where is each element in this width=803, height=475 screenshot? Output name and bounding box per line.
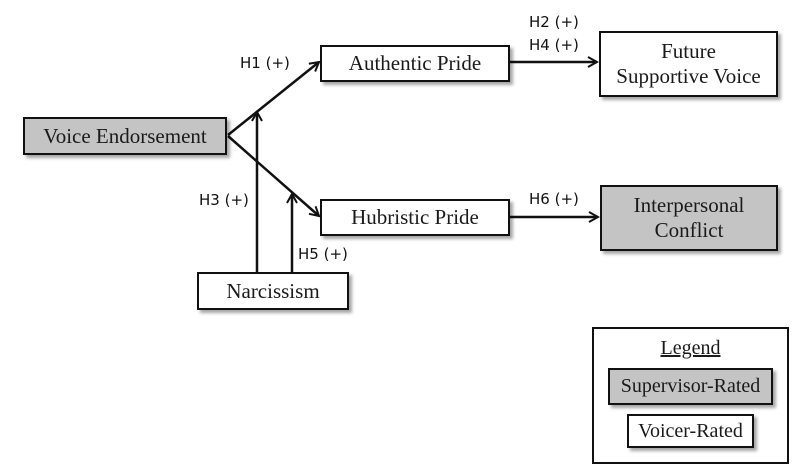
edge-ve-hubristic-arrow — [227, 135, 319, 216]
edge-h1-arrow — [227, 62, 319, 136]
node-label: Hubristic Pride — [351, 205, 479, 229]
node-narcissism: Narcissism — [197, 272, 349, 310]
edge-label-h5: H5 (+) — [298, 245, 348, 263]
node-label-line1: Future — [661, 39, 716, 63]
edge-label-h3: H3 (+) — [199, 191, 249, 209]
edge-label-h4: H4 (+) — [529, 36, 579, 54]
node-label: Voice Endorsement — [43, 123, 207, 148]
legend-item-label: Voicer-Rated — [638, 419, 743, 442]
node-future-supportive-voice: Future Supportive Voice — [599, 31, 778, 97]
legend-item-voicer-rated: Voicer-Rated — [627, 414, 754, 448]
edge-label-h1: H1 (+) — [240, 54, 290, 72]
node-voice-endorsement: Voice Endorsement — [23, 117, 227, 155]
edge-label-h6: H6 (+) — [529, 190, 579, 208]
node-label-line2: Conflict — [654, 218, 724, 242]
node-authentic-pride: Authentic Pride — [320, 45, 510, 82]
node-label-line2: Supportive Voice — [616, 64, 761, 88]
node-label-line1: Interpersonal — [633, 193, 745, 217]
node-hubristic-pride: Hubristic Pride — [320, 199, 510, 236]
edge-label-h2: H2 (+) — [529, 13, 579, 31]
legend-item-label: Supervisor-Rated — [620, 375, 761, 397]
legend-item-supervisor-rated: Supervisor-Rated — [608, 368, 773, 405]
legend-title: Legend — [660, 337, 721, 359]
node-interpersonal-conflict: Interpersonal Conflict — [600, 185, 778, 251]
node-label: Narcissism — [226, 278, 320, 303]
node-label: Authentic Pride — [348, 51, 482, 75]
